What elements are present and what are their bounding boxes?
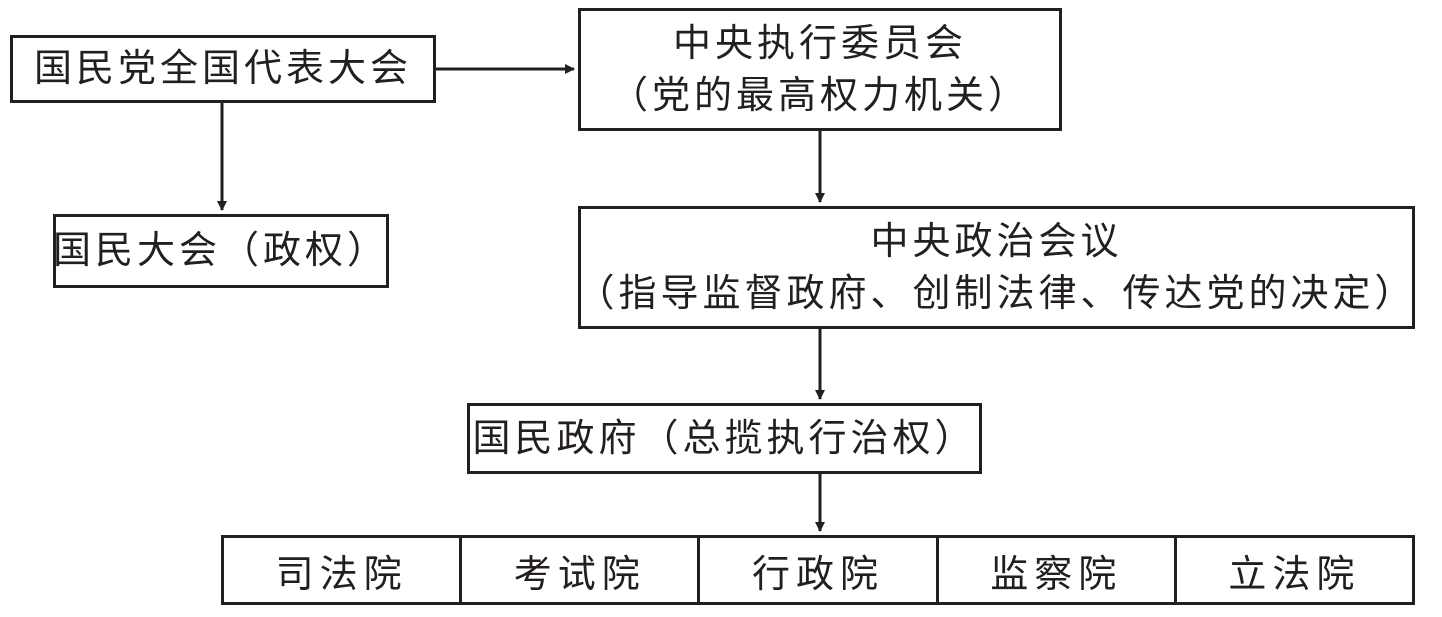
node-national-government-label: 国民政府（总揽执行治权） [472,415,977,460]
yuan-executive: 行政院 [697,538,935,602]
node-national-assembly: 国民大会（政权） [53,214,389,288]
node-cec-subtitle: （党的最高权力机关） [609,72,1030,117]
yuan-control: 监察院 [935,538,1174,602]
five-yuan-row: 司法院 考试院 行政院 监察院 立法院 [221,535,1415,605]
node-central-executive-committee: 中央执行委员会 （党的最高权力机关） [578,8,1062,131]
node-kmt-national-congress: 国民党全国代表大会 [10,35,436,103]
yuan-judicial: 司法院 [275,551,408,596]
node-kmt-national-congress-label: 国民党全国代表大会 [33,46,412,91]
node-national-assembly-label: 国民大会（政权） [53,228,390,273]
node-national-government: 国民政府（总揽执行治权） [467,403,982,474]
node-central-political-council: 中央政治会议 （指导监督政府、创制法律、传达党的决定） [576,206,1417,329]
yuan-legislative: 立法院 [1173,538,1412,602]
node-cpc-title: 中央政治会议 [870,219,1123,264]
node-cpc-subtitle: （指导监督政府、创制法律、传达党的决定） [576,270,1417,315]
node-cec-title: 中央执行委员会 [672,21,967,66]
yuan-examination: 考试院 [459,538,697,602]
